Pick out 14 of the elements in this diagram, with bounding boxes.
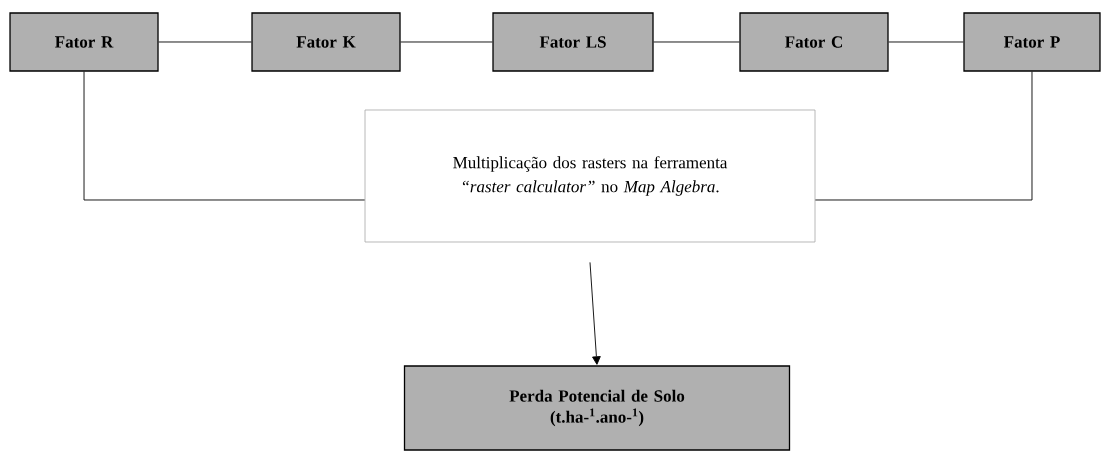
connector-line [158, 41, 252, 43]
connector-line [400, 41, 493, 43]
arrow [589, 261, 601, 365]
factor-box: Fator C [739, 12, 889, 72]
factor-box: Fator R [9, 12, 159, 72]
connector-line [653, 41, 740, 43]
connector-line [888, 41, 964, 43]
connector-line [83, 71, 366, 201]
factor-box: Fator LS [492, 12, 654, 72]
factor-box: Fator P [963, 12, 1101, 72]
text-box: Multiplicação dos rasters na ferramenta “raster calculator” no Map Algebra. [364, 109, 816, 243]
factor-box: Fator K [251, 12, 401, 72]
result-box: Perda Potencial de Solo (t.ha-$^{1}$.ano-$^{1}$) [403, 365, 791, 451]
connector-line [814, 71, 1033, 201]
